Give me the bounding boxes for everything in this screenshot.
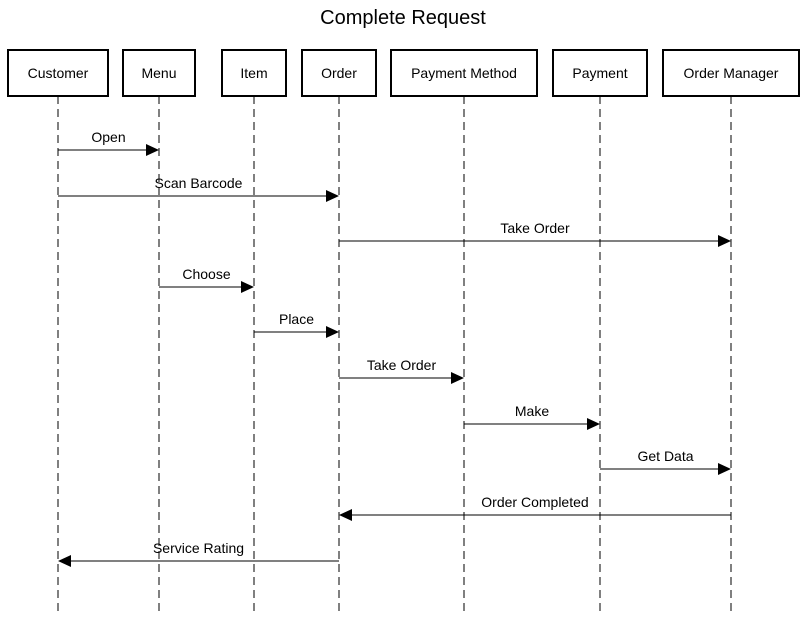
participant-label: Order [321,65,357,81]
message-label: Make [515,403,549,419]
message-10: Service Rating [58,540,339,567]
participant-label: Payment [572,65,627,81]
participant-label: Payment Method [411,65,517,81]
message-1: Open [58,129,159,156]
message-5: Place [254,311,339,338]
arrowhead-icon [326,326,339,338]
message-label: Take Order [500,220,570,236]
participant-box [552,49,648,97]
participant-label: Order Manager [684,65,779,81]
participant-payment-method: Payment Method [390,49,538,97]
message-7: Make [464,403,600,430]
participants: Customer Menu Item Order Payment Method Payme… [7,49,800,97]
participant-order-manager: Order Manager [662,49,800,97]
arrowhead-icon [241,281,254,293]
participant-box [122,49,196,97]
participant-payment: Payment [552,49,648,97]
participant-box [7,49,109,97]
arrowhead-icon [58,555,71,567]
message-label: Service Rating [153,540,244,556]
participant-box [301,49,377,97]
participant-label: Menu [141,65,176,81]
arrowhead-icon [718,463,731,475]
message-label: Place [279,311,314,327]
message-label: Scan Barcode [155,175,243,191]
message-9: Order Completed [339,494,731,521]
arrowhead-icon [451,372,464,384]
message-4: Choose [159,266,254,293]
message-label: Open [91,129,125,145]
participant-box [221,49,287,97]
participant-box [390,49,538,97]
message-6: Take Order [339,357,464,384]
participant-label: Item [240,65,267,81]
message-8: Get Data [600,448,731,475]
arrowhead-icon [587,418,600,430]
message-2: Scan Barcode [58,175,339,202]
diagram-title: Complete Request [320,7,486,29]
message-label: Get Data [637,448,693,464]
participant-menu: Menu [122,49,196,97]
message-3: Take Order [339,220,731,247]
message-label: Take Order [367,357,437,373]
arrowhead-icon [146,144,159,156]
arrowhead-icon [326,190,339,202]
message-label: Order Completed [481,494,588,510]
arrowhead-icon [718,235,731,247]
participant-item: Item [221,49,287,97]
message-label: Choose [182,266,230,282]
lifelines [57,96,732,614]
participant-label: Customer [28,65,89,81]
participant-order: Order [301,49,377,97]
participant-customer: Customer [7,49,109,97]
arrowhead-icon [339,509,352,521]
participant-box [662,49,800,97]
